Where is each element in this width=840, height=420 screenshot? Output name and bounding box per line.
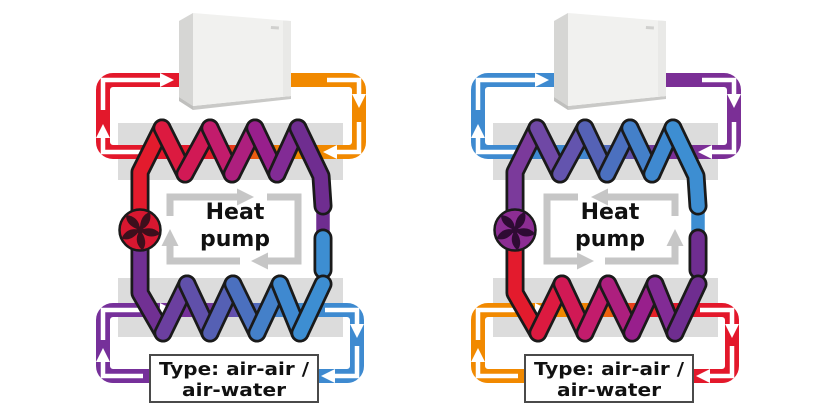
flow-arrow-line (700, 307, 735, 324)
coil-segment (508, 239, 545, 340)
heat-pump-label-line2: pump (200, 227, 270, 252)
cycle-arrowhead (237, 188, 254, 206)
flow-arrowhead (696, 369, 710, 383)
flow-arrowhead (350, 324, 364, 338)
flow-arrowhead (352, 94, 366, 108)
type-label-line2: air-water (182, 380, 286, 401)
indoor-unit-shadow (193, 96, 291, 110)
fan-blade (140, 228, 161, 237)
diagram-cooling-mode: Heat pump Type: air-air / air-water (471, 13, 741, 403)
coil-segment (668, 277, 705, 340)
indoor-unit-shadow-left (179, 97, 193, 110)
coil-segment (133, 121, 169, 221)
indoor-unit (179, 13, 291, 110)
flow-arrow-line (475, 138, 518, 155)
flow-arrow-line (335, 346, 360, 379)
flow-arrowhead (323, 145, 337, 159)
fan-blade (126, 215, 140, 230)
cycle-line (605, 246, 679, 265)
cycle-line (166, 193, 237, 216)
cycle-line (543, 193, 578, 265)
type-label-line1: Type: air-air / (534, 359, 684, 380)
fan-blade (139, 212, 151, 230)
cycle-arrowhead (591, 188, 608, 206)
flow-arrowhead (160, 73, 174, 87)
coil-segment (133, 239, 170, 340)
fan-hub (136, 226, 144, 234)
coil-segment (666, 121, 705, 213)
evaporator-coil (505, 236, 708, 343)
fan-blade (121, 229, 140, 240)
condenser-coil (130, 118, 333, 224)
fan-blade (514, 212, 526, 230)
condenser-coil (505, 118, 708, 224)
flow-arrow-line (712, 122, 737, 155)
cycle-arrowhead (161, 229, 179, 246)
cycle-line (608, 193, 679, 216)
coil-segment (291, 121, 330, 213)
flow-arrowhead (727, 94, 741, 108)
type-label-box: Type: air-air / air-water (524, 354, 694, 403)
diagram-graphics (471, 13, 741, 383)
flow-arrowhead (471, 348, 485, 362)
indoor-unit (554, 13, 666, 110)
flow-arrow-line (475, 77, 535, 110)
flow-arrowhead (535, 73, 549, 87)
flow-arrow-line (325, 307, 360, 324)
heat-pump-label-line1: Heat (581, 200, 640, 225)
indoor-unit-logo (645, 26, 654, 30)
flow-arrowhead (471, 124, 485, 138)
cycle-arrowhead (251, 252, 268, 270)
type-label-frame (149, 354, 319, 403)
flow-arrow-line (337, 122, 362, 155)
heat-pump-label-line1: Heat (206, 200, 265, 225)
indoor-unit-edge (658, 20, 666, 97)
flow-arrowhead (698, 145, 712, 159)
flow-arrowhead (321, 369, 335, 383)
compressor-fan-icon (118, 208, 162, 252)
fan-hub (511, 226, 519, 234)
flow-arrowhead (96, 348, 110, 362)
indoor-unit-side (554, 13, 568, 106)
indoor-unit-side (179, 13, 193, 106)
flow-arrowhead (725, 324, 739, 338)
type-label-frame (524, 354, 694, 403)
coil-segment (293, 277, 330, 340)
flow-arrow-line (475, 362, 518, 379)
indoor-unit-front (568, 13, 666, 106)
indoor-unit-edge (283, 20, 291, 97)
indoor-unit-shadow (568, 96, 666, 110)
indoor-unit-logo (270, 26, 279, 30)
compressor-fan-icon (493, 208, 537, 252)
refrigeration-cycle-arrows (543, 188, 684, 270)
refrigeration-cycle-arrows (161, 188, 302, 270)
fan-blade (496, 229, 515, 240)
cycle-arrowhead (577, 252, 594, 270)
diagram-graphics (96, 13, 366, 383)
flow-arrow-line (327, 77, 362, 94)
evaporator-coil (130, 236, 333, 343)
indoor-unit-shadow-left (554, 97, 568, 110)
flow-arrowhead (96, 124, 110, 138)
indoor-unit-front (193, 13, 291, 106)
type-label-line2: air-water (557, 380, 661, 401)
flow-arrow-line (702, 77, 737, 94)
flow-arrow-line (100, 362, 143, 379)
heat-pump-label-line2: pump (575, 227, 645, 252)
cycle-arrowhead (666, 229, 684, 246)
coil-segment (508, 121, 544, 221)
flow-arrow-line (100, 77, 160, 110)
fan-blade (511, 230, 521, 251)
fan-blade (515, 228, 536, 237)
cycle-line (166, 246, 240, 265)
diagram-heating-mode: Heat pump Type: air-air / air-water (96, 13, 366, 403)
cycle-line (267, 193, 302, 265)
flow-arrow-line (710, 346, 735, 379)
type-label-line1: Type: air-air / (159, 359, 309, 380)
fan-blade (136, 230, 146, 251)
fan-blade (501, 215, 515, 230)
type-label-box: Type: air-air / air-water (149, 354, 319, 403)
flow-arrow-line (100, 138, 143, 155)
